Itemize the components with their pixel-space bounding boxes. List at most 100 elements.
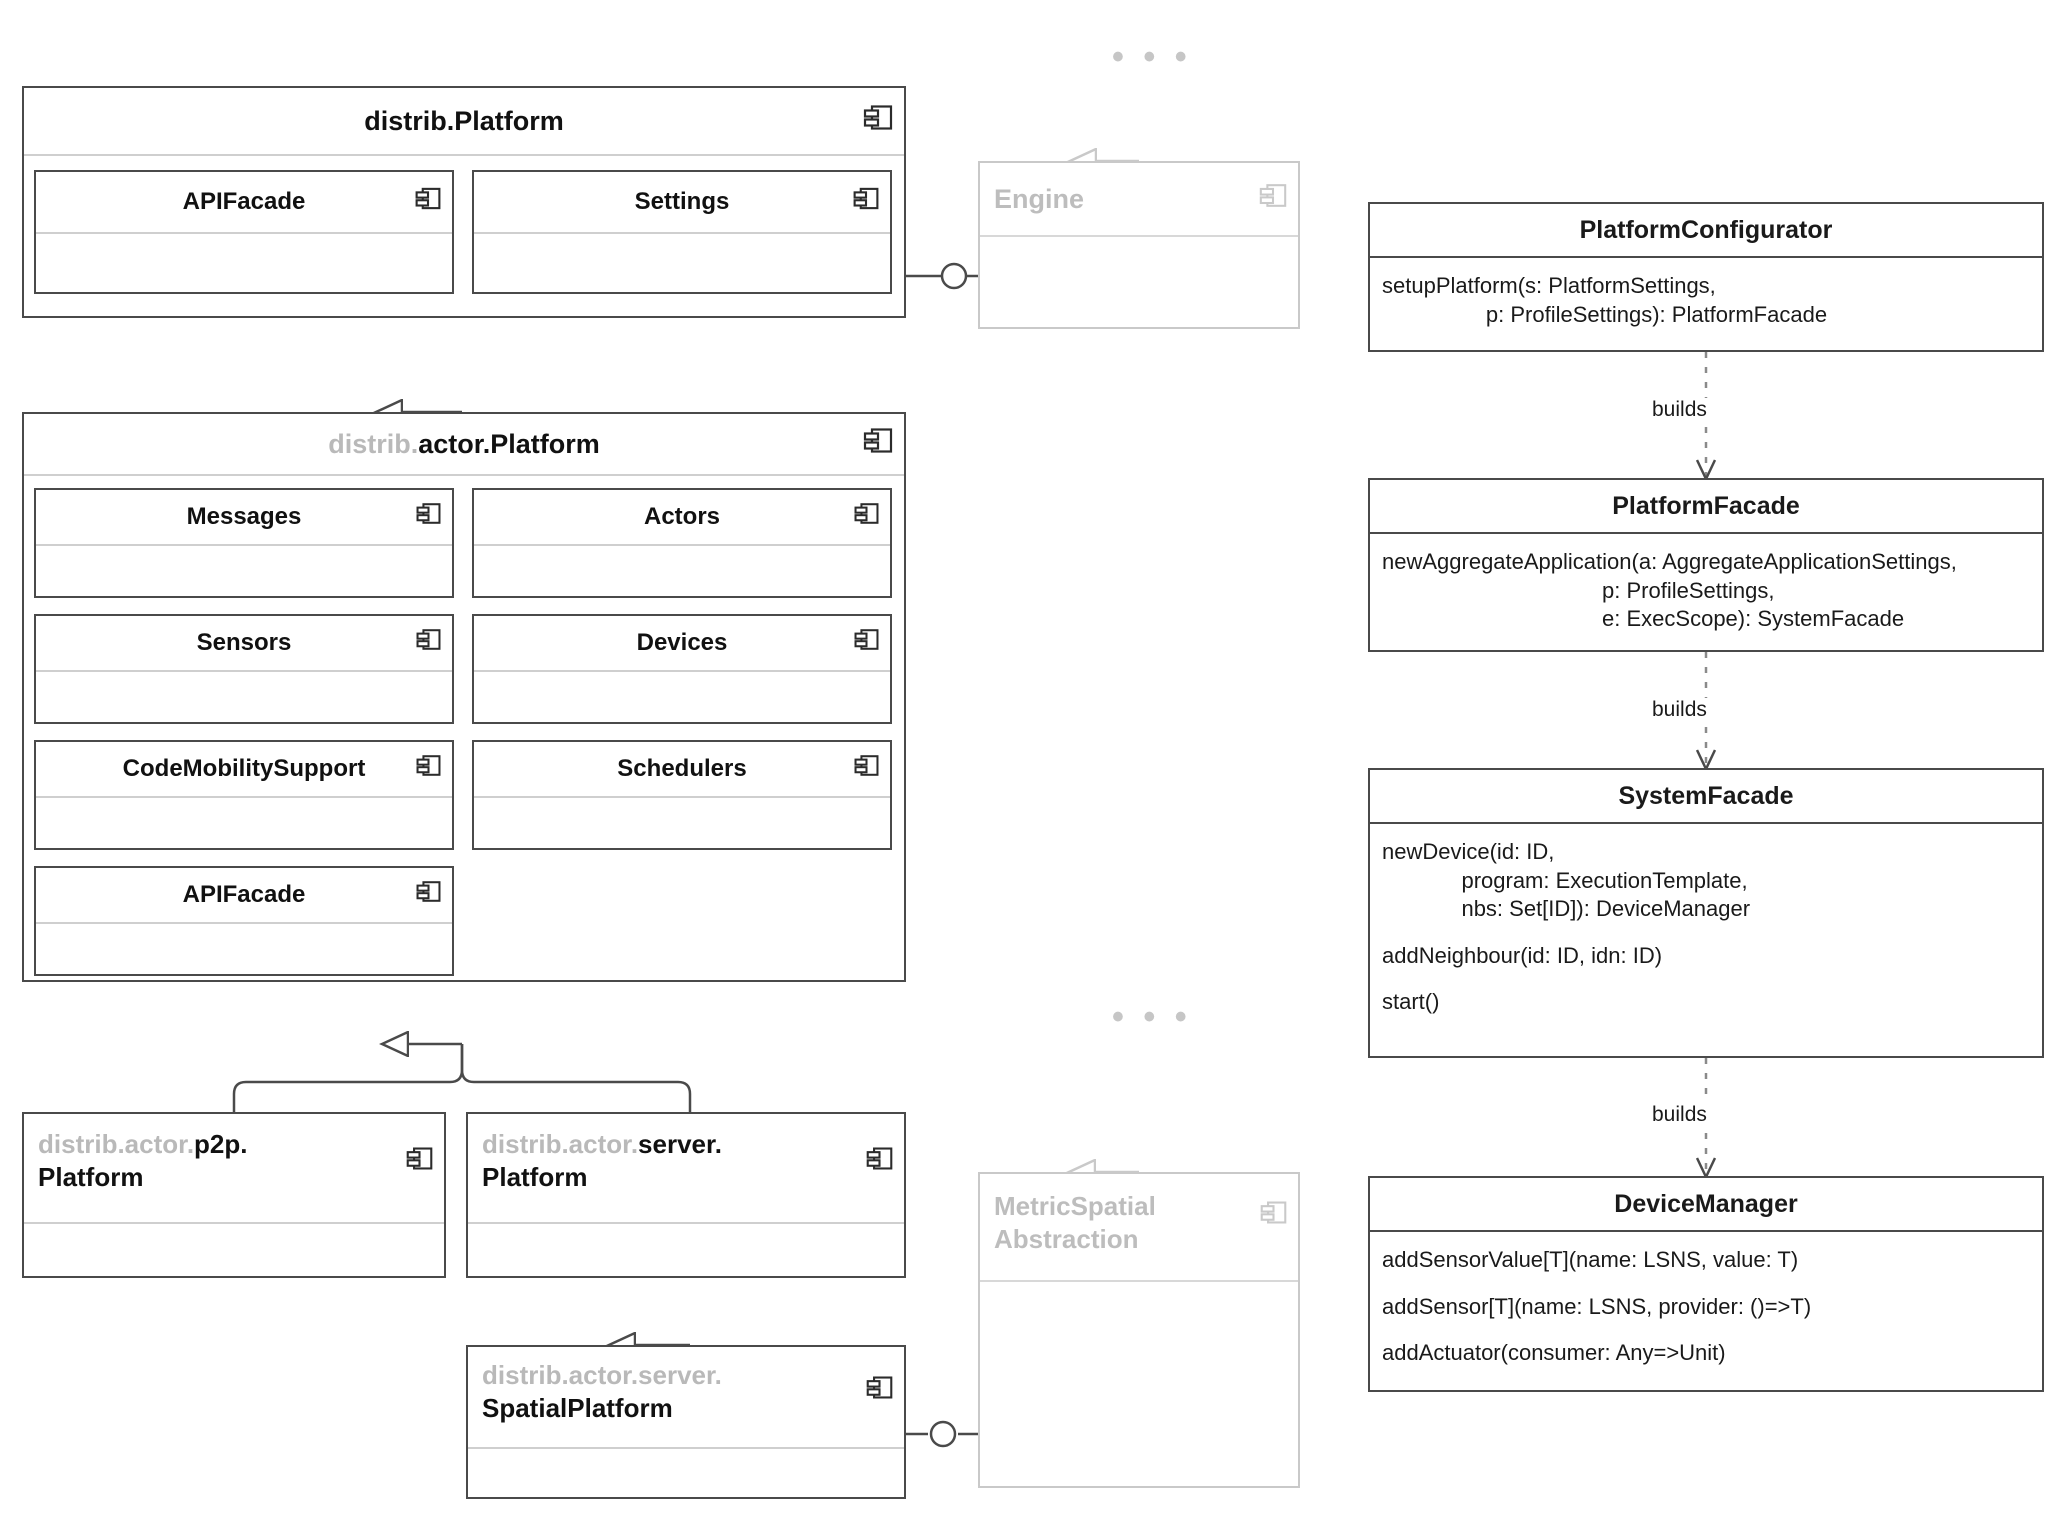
metric-spatial-ellipsis: • • • (1112, 998, 1192, 1036)
component-body: Messages Actors Sen (24, 476, 904, 980)
subcomponent-body (474, 672, 890, 722)
operation: addNeighbour(id: ID, idn: ID) (1382, 942, 1663, 968)
subcomponent-name: Devices (636, 629, 728, 656)
operation: addSensorValue[T](name: LSNS, value: T) (1382, 1247, 1799, 1272)
subcomponent-body (474, 234, 890, 292)
subcomponent-name: CodeMobilitySupport (122, 755, 366, 782)
subcomponent-header: Messages (36, 490, 452, 546)
subcomponent-devices[interactable]: Devices (472, 614, 892, 724)
component-name-line2: Platform (38, 1162, 144, 1193)
component-icon (862, 102, 894, 141)
subcomponent-header: Actors (474, 490, 890, 546)
subcomponent-body (474, 798, 890, 848)
subcomponent-header: APIFacade (36, 868, 452, 924)
subcomponent-name: Sensors (196, 629, 292, 656)
operation: start() (1382, 989, 1440, 1015)
subcomponent-settings[interactable]: Settings (472, 170, 892, 294)
subcomponent-codemobilitysupport[interactable]: CodeMobilitySupport (34, 740, 454, 850)
component-body: APIFacade Settings (24, 156, 904, 316)
subcomponent-body (474, 546, 890, 596)
component-icon (1258, 181, 1288, 218)
component-name-line2: Abstraction (994, 1224, 1139, 1255)
component-metric-spatial-abstraction[interactable]: MetricSpatial Abstraction (978, 1172, 1300, 1488)
subcomponent-name: APIFacade (182, 881, 306, 908)
edge-interface-spatial-metric (906, 1420, 978, 1448)
subcomponent-messages[interactable]: Messages (34, 488, 454, 598)
component-icon (415, 626, 442, 660)
subcomponent-apifacade[interactable]: APIFacade (34, 170, 454, 294)
component-name-line1: p2p. (194, 1129, 248, 1159)
component-icon (852, 185, 880, 220)
operation: addSensor[T](name: LSNS, provider: ()=>T… (1382, 1293, 1812, 1319)
component-namespace: distrib.actor. (482, 1129, 639, 1159)
component-name: Engine (994, 183, 1085, 214)
component-p2p-platform[interactable]: distrib.actor.p2p. Platform (22, 1112, 446, 1278)
component-namespace: distrib. (328, 428, 419, 459)
operation: newDevice(id: ID, program: ExecutionTemp… (1382, 839, 1751, 922)
component-body (24, 1224, 444, 1276)
subcomponent-name: APIFacade (182, 188, 306, 215)
component-distrib-actor-platform[interactable]: distrib.actor.Platform Messages (22, 412, 906, 982)
component-icon (853, 752, 880, 786)
subcomponent-body (36, 924, 452, 974)
subcomponent-schedulers[interactable]: Schedulers (472, 740, 892, 850)
component-icon (414, 185, 442, 220)
subcomponent-body (36, 672, 452, 722)
component-icon (853, 500, 880, 534)
component-icon (865, 1144, 894, 1180)
component-name: actor.Platform (418, 428, 600, 459)
class-operations: newDevice(id: ID, program: ExecutionTemp… (1370, 824, 2042, 1056)
class-platform-facade[interactable]: PlatformFacade newAggregateApplication(a… (1368, 478, 2044, 652)
subcomponent-name: Settings (634, 188, 730, 215)
component-name-line2: SpatialPlatform (482, 1393, 673, 1424)
component-server-platform[interactable]: distrib.actor.server. Platform (466, 1112, 906, 1278)
class-device-manager[interactable]: DeviceManager addSensorValue[T](name: LS… (1368, 1176, 2044, 1392)
class-name: PlatformFacade (1370, 480, 2042, 534)
subcomponent-name: Schedulers (617, 755, 747, 782)
subcomponent-apifacade[interactable]: APIFacade (34, 866, 454, 976)
dependency-label-builds-3: builds (1645, 1103, 1714, 1127)
component-engine[interactable]: Engine (978, 161, 1300, 329)
component-body (468, 1224, 904, 1276)
dependency-label-builds-2: builds (1645, 698, 1714, 722)
operation: addActuator(consumer: Any=>Unit) (1382, 1340, 1726, 1366)
component-icon (415, 500, 442, 534)
component-name-line1: MetricSpatial (994, 1191, 1156, 1221)
component-icon (1259, 1198, 1288, 1234)
subcomponent-header: Schedulers (474, 742, 890, 798)
class-name: DeviceManager (1370, 1178, 2042, 1232)
edge-interface-settings-engine (906, 262, 978, 290)
component-name-line2: Platform (482, 1162, 588, 1193)
component-name-line1: server. (638, 1129, 722, 1159)
component-icon (415, 752, 442, 786)
component-icon (415, 878, 442, 912)
class-operations: addSensorValue[T](name: LSNS, value: T) … (1370, 1232, 2042, 1390)
component-body (980, 237, 1298, 327)
component-icon (862, 425, 894, 464)
component-header: distrib.actor.server. Platform (468, 1114, 904, 1224)
class-system-facade[interactable]: SystemFacade newDevice(id: ID, program: … (1368, 768, 2044, 1058)
edge-generalization-subplatforms (232, 1044, 692, 1112)
operation: newAggregateApplication(a: AggregateAppl… (1382, 549, 1957, 632)
component-distrib-platform[interactable]: distrib.Platform APIFacade (22, 86, 906, 318)
class-name: PlatformConfigurator (1370, 204, 2042, 258)
component-body (468, 1449, 904, 1497)
component-header: distrib.actor.p2p. Platform (24, 1114, 444, 1224)
component-header: MetricSpatial Abstraction (980, 1174, 1298, 1282)
component-header: Engine (980, 163, 1298, 237)
class-platform-configurator[interactable]: PlatformConfigurator setupPlatform(s: Pl… (1368, 202, 2044, 352)
subcomponent-header: CodeMobilitySupport (36, 742, 452, 798)
subcomponent-actors[interactable]: Actors (472, 488, 892, 598)
component-namespace: distrib.actor.server. (482, 1360, 722, 1390)
class-name: SystemFacade (1370, 770, 2042, 824)
subcomponent-header: Sensors (36, 616, 452, 672)
component-header: distrib.actor.Platform (24, 414, 904, 476)
component-namespace: distrib.actor. (38, 1129, 195, 1159)
component-icon (405, 1144, 434, 1180)
component-server-spatial-platform[interactable]: distrib.actor.server. SpatialPlatform (466, 1345, 906, 1499)
component-icon (865, 1373, 894, 1409)
subcomponent-name: Messages (186, 503, 302, 530)
subcomponent-sensors[interactable]: Sensors (34, 614, 454, 724)
subcomponent-body (36, 546, 452, 596)
